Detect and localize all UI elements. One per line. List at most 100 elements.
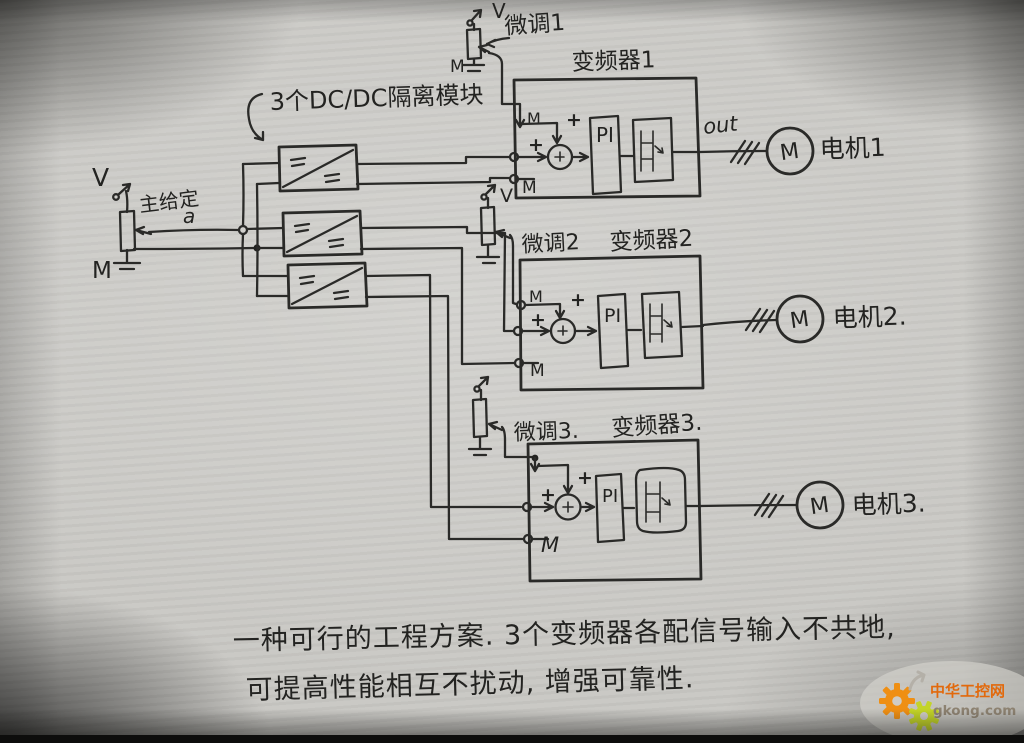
supply-terminal-icon xyxy=(112,193,120,201)
supply-arrow-icon xyxy=(470,8,483,22)
wire-dc3-plus xyxy=(364,273,523,509)
sum-plus-icon xyxy=(557,325,568,336)
plus-sign: + xyxy=(577,467,593,489)
sum-plus-icon xyxy=(554,151,565,162)
supply-arrow-icon xyxy=(484,183,497,196)
wire xyxy=(516,151,548,163)
watermark: 中华工控网 gkong.com xyxy=(860,661,1024,743)
dcdc-diagonal xyxy=(285,214,359,254)
ground-symbol-icon xyxy=(461,57,486,73)
wire-dc2-minus xyxy=(359,246,517,366)
watermark-site-url: gkong.com xyxy=(933,703,1016,719)
inverter2-label: 变频器2 xyxy=(609,226,694,256)
potentiometer-body xyxy=(465,27,483,61)
channel-1: V M 微调1 变频器1 M + + M xyxy=(450,0,886,200)
trim-pot-3 xyxy=(467,375,504,457)
pi-block xyxy=(588,114,623,196)
wire xyxy=(520,325,551,337)
dcdc-group-label: 3个DC/DC隔离模块 xyxy=(247,81,484,142)
wire-trim2-to-input xyxy=(508,233,518,306)
plus-sign: + xyxy=(570,289,586,311)
note-line-2: 可提高性能相互不扰动, 增强可靠性. xyxy=(245,663,694,706)
dcdc-eq-marks xyxy=(289,156,341,184)
source-v-label: V xyxy=(92,163,109,192)
ground-symbol-icon xyxy=(112,248,142,271)
wire-trim1-to-input xyxy=(487,51,526,129)
out-label: out xyxy=(702,111,739,139)
wire xyxy=(579,501,596,513)
dcdc-diagonal xyxy=(281,148,355,189)
supply-terminal-icon xyxy=(466,19,474,27)
channel-2: V 微调2 变频器2 M + + M xyxy=(475,183,907,392)
inverter3-box xyxy=(526,438,703,583)
plus-sign: + xyxy=(566,109,582,131)
ground-symbol-icon xyxy=(475,243,501,265)
dcdc-label: 3个DC/DC隔离模块 xyxy=(269,81,484,116)
potentiometer-body xyxy=(118,209,137,253)
trim1-m-label: M xyxy=(450,57,465,77)
wire xyxy=(255,181,281,186)
watermark-glow xyxy=(860,661,1024,743)
wire-to-sum-top xyxy=(520,121,563,145)
supply-terminal-icon xyxy=(480,193,488,201)
plus-sign: + xyxy=(530,309,546,331)
wire-to-sum-top xyxy=(523,302,566,320)
pi-block xyxy=(596,292,630,370)
wire xyxy=(241,161,281,166)
motor3-label: 电机3. xyxy=(851,488,926,520)
pi-label: PI xyxy=(602,486,618,507)
output-wire xyxy=(701,318,778,327)
igbt-glyph-icon xyxy=(640,130,664,172)
dcdc-eq-marks xyxy=(293,222,345,249)
bus-wires xyxy=(241,161,290,298)
potentiometer-body xyxy=(471,397,489,439)
wire xyxy=(573,325,598,337)
wire xyxy=(124,189,129,214)
dcdc-box xyxy=(286,261,369,310)
gear-green-icon xyxy=(909,701,939,731)
trim1-label: 微调1 xyxy=(504,10,566,40)
motor-m-symbol: M xyxy=(789,307,811,334)
wire-a-label: a xyxy=(183,204,195,228)
motor1-label: 电机1 xyxy=(819,133,886,164)
pi-block xyxy=(594,472,626,544)
watermark-arrow-icon xyxy=(908,670,926,691)
power-stage-block xyxy=(631,116,675,184)
wire xyxy=(529,501,555,513)
bottom-notes: 一种可行的工程方案. 3个变频器各配信号输入不共地, 可提高性能相互不扰动, 增… xyxy=(232,612,895,706)
inverter2-box xyxy=(518,254,705,392)
note-line-1: 一种可行的工程方案. 3个变频器各配信号输入不共地, xyxy=(232,612,895,657)
motor-m-symbol: M xyxy=(809,493,831,520)
ground-symbol-icon xyxy=(467,435,493,457)
wiper-arrow-icon xyxy=(487,420,504,432)
bus-a xyxy=(241,162,245,278)
pi-label: PI xyxy=(596,123,614,147)
trim2-v-label: V xyxy=(500,185,513,207)
three-phase-slashes-icon xyxy=(729,139,761,166)
wiper-wire xyxy=(147,228,241,234)
main-source-potentiometer: V 主给定 a M xyxy=(92,163,261,284)
motor2-label: 电机2. xyxy=(832,301,907,333)
output-wire xyxy=(699,503,798,508)
wire xyxy=(680,324,705,329)
wire xyxy=(529,456,541,473)
channel-3: 微调3. 变频器3. + + M PI xyxy=(467,375,926,583)
plus-sign: + xyxy=(528,134,544,156)
label-arrow-icon xyxy=(485,36,511,49)
wiper-arrow-icon xyxy=(134,225,153,236)
input-m-label: M xyxy=(522,178,537,198)
dcdc-box xyxy=(277,143,360,193)
wire xyxy=(132,246,255,251)
motor-3 xyxy=(795,480,845,530)
trim-pot-1: V M xyxy=(450,0,506,77)
wire-dc3-minus xyxy=(364,294,525,541)
motor-1 xyxy=(765,126,815,176)
igbt-glyph-icon xyxy=(649,303,673,343)
wiper-arrow-icon xyxy=(477,43,491,54)
bus-b xyxy=(255,182,259,298)
curved-arrow-icon xyxy=(247,92,265,142)
potentiometer-body xyxy=(479,205,497,247)
output-wire xyxy=(698,149,768,154)
